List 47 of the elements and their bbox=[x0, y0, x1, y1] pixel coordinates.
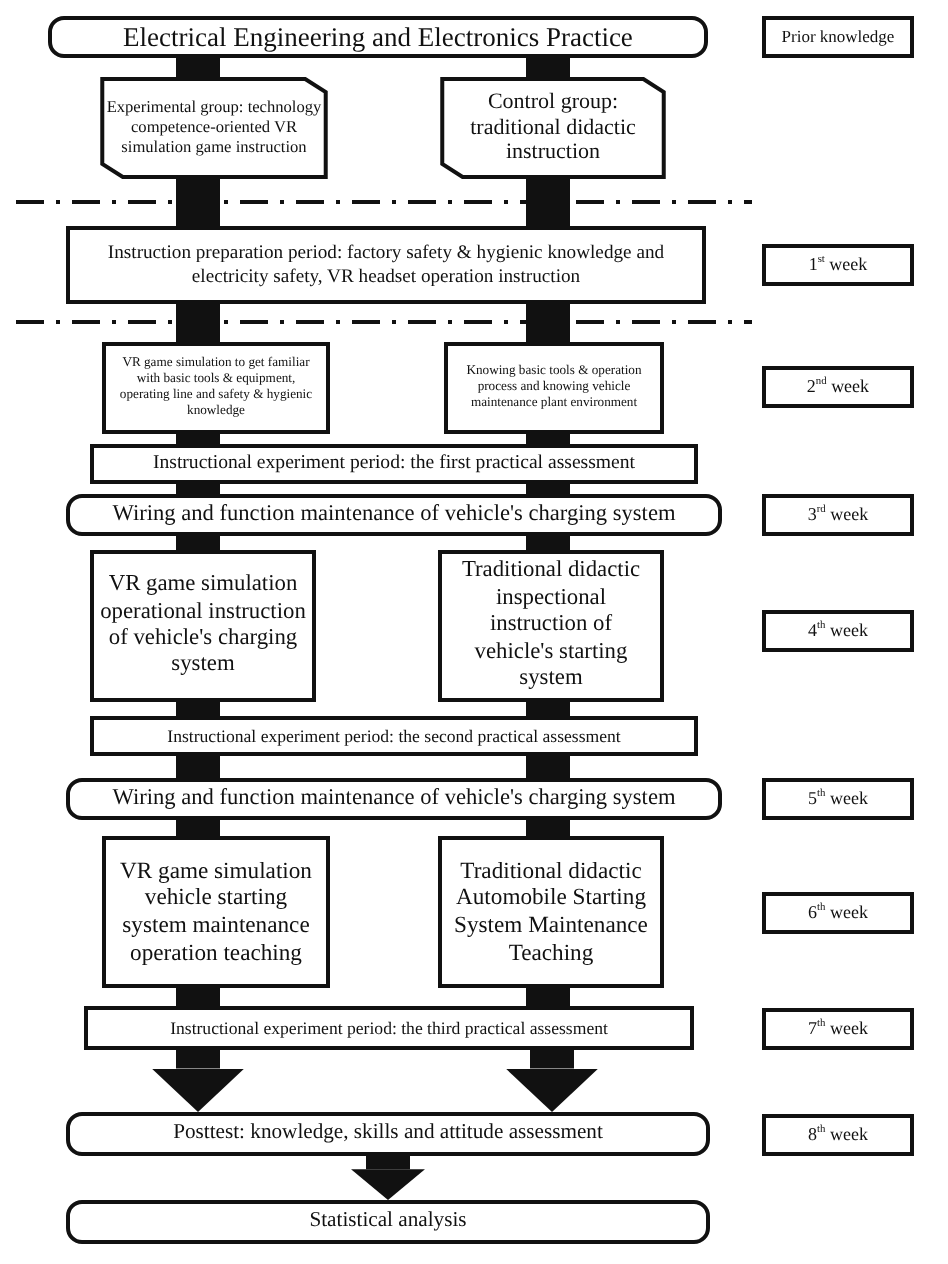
block-arrow bbox=[151, 1050, 245, 1112]
connector-bar bbox=[176, 756, 220, 778]
week-box: 6$^{th}$ week bbox=[762, 892, 914, 934]
week-box: 4$^{th}$ week bbox=[762, 610, 914, 652]
week-box: 3$^{rd}$ week bbox=[762, 494, 914, 536]
week-box: 5$^{th}$ week bbox=[762, 778, 914, 820]
block-arrow bbox=[351, 1156, 425, 1200]
week-box: 2$^{nd}$ week bbox=[762, 366, 914, 408]
connector-bar bbox=[526, 988, 570, 1006]
connector-bar bbox=[526, 702, 570, 716]
connector-bar bbox=[526, 434, 570, 444]
connector-bar bbox=[526, 756, 570, 778]
process-box: VR game simulation vehicle starting system maintenance operation teaching bbox=[102, 836, 330, 988]
connector-bar bbox=[176, 820, 220, 836]
process-box: Instructional experiment period: the first practical assessment bbox=[90, 444, 698, 484]
process-box: Wiring and function maintenance of vehicle's charging system bbox=[66, 494, 722, 536]
connector-bar bbox=[526, 484, 570, 494]
connector-bar bbox=[526, 536, 570, 550]
connector-bar bbox=[526, 820, 570, 836]
connector-bar bbox=[176, 988, 220, 1006]
connector-bar bbox=[526, 58, 570, 78]
label-box: Prior knowledge bbox=[762, 16, 914, 58]
week-box: 1$^{st}$ week bbox=[762, 244, 914, 286]
connector-bar bbox=[176, 304, 220, 342]
process-box: Instructional experiment period: the third practical assessment bbox=[84, 1006, 694, 1050]
process-box: Posttest: knowledge, skills and attitude assessment bbox=[66, 1112, 710, 1156]
process-box: Traditional didactic inspectional instruction of vehicle's starting system bbox=[438, 550, 664, 702]
process-box: Wiring and function maintenance of vehicle's charging system bbox=[66, 778, 722, 820]
title-box: Electrical Engineering and Electronics Practice bbox=[48, 16, 708, 58]
group-box: Experimental group: technology competence-oriented VR simulation game instruction bbox=[100, 78, 328, 178]
week-box: 8$^{th}$ week bbox=[762, 1114, 914, 1156]
process-box: Traditional didactic Automobile Starting System Maintenance Teaching bbox=[438, 836, 664, 988]
connector-bar bbox=[176, 484, 220, 494]
connector-bar bbox=[526, 304, 570, 342]
group-box: Control group: traditional didactic instruction bbox=[440, 78, 666, 178]
process-box: Instruction preparation period: factory safety & hygienic knowledge and electricity safety, VR headset operation instruction bbox=[66, 226, 706, 304]
process-box: VR game simulation operational instruction of vehicle's charging system bbox=[90, 550, 316, 702]
connector-bar bbox=[176, 178, 220, 226]
process-box: Statistical analysis bbox=[66, 1200, 710, 1244]
block-arrow bbox=[505, 1050, 599, 1112]
connector-bar bbox=[176, 434, 220, 444]
process-box: Instructional experiment period: the second practical assessment bbox=[90, 716, 698, 756]
connector-bar bbox=[176, 58, 220, 78]
week-box: 7$^{th}$ week bbox=[762, 1008, 914, 1050]
connector-bar bbox=[176, 536, 220, 550]
connector-bar bbox=[176, 702, 220, 716]
connector-bar bbox=[526, 178, 570, 226]
